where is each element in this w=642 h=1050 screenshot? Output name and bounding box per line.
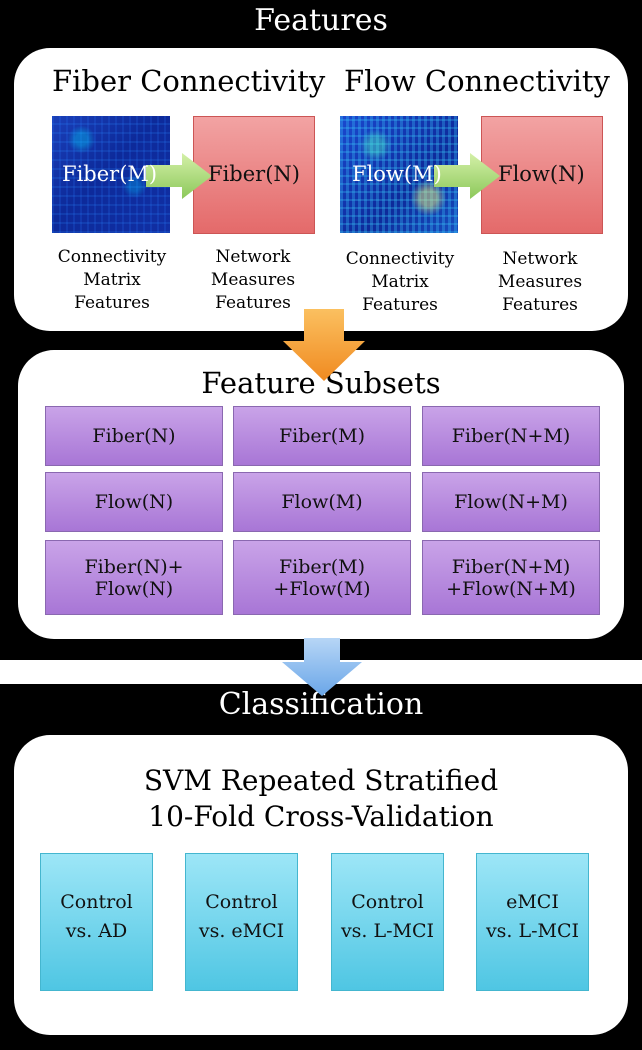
flow-connectivity-heading: Flow Connectivity xyxy=(344,64,610,98)
fiber-connectivity-heading: Fiber Connectivity xyxy=(52,64,326,98)
flow-network-label: Flow(N) xyxy=(498,162,585,186)
fiber-network-box xyxy=(193,116,315,234)
subset-fiber-nm: Fiber(N+M) xyxy=(422,406,600,466)
subset-fiber-m: Fiber(M) xyxy=(233,406,411,466)
features-title: Features xyxy=(254,3,388,38)
orange-down-arrow-icon xyxy=(283,309,365,381)
subset-fiber-flow-nm: Fiber(N+M)+Flow(N+M) xyxy=(422,540,600,615)
svm-title: SVM Repeated Stratified 10-Fold Cross-Va… xyxy=(143,764,499,833)
fiber-network-label: Fiber(N) xyxy=(208,162,300,186)
subset-fiber-n: Fiber(N) xyxy=(45,406,223,466)
fiber-matrix-label: Fiber(M) xyxy=(62,162,158,186)
flow-network-caption: Network Measures Features xyxy=(497,249,583,315)
blue-down-arrow-icon xyxy=(282,638,362,696)
subset-flow-nm: Flow(N+M) xyxy=(422,472,600,532)
fiber-network-caption: Network Measures Features xyxy=(210,247,296,313)
subset-flow-m: Flow(M) xyxy=(233,472,411,532)
fiber-matrix-caption: Connectivity Matrix Features xyxy=(57,247,167,313)
fiber-green-arrow-icon xyxy=(146,153,212,199)
flow-matrix-label: Flow(M) xyxy=(352,162,442,186)
flow-green-arrow-icon xyxy=(434,153,500,199)
subset-flow-n: Flow(N) xyxy=(45,472,223,532)
flow-matrix-caption: Connectivity Matrix Features xyxy=(345,249,455,315)
subset-fiber-flow-m: Fiber(M)+Flow(M) xyxy=(233,540,411,615)
subset-fiber-flow-n: Fiber(N)+Flow(N) xyxy=(45,540,223,615)
